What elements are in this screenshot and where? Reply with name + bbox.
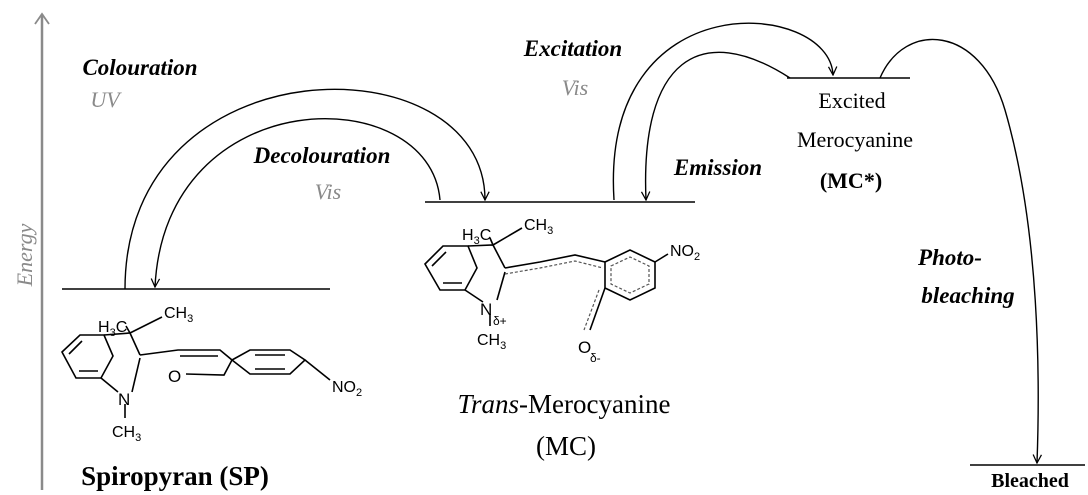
decolouration-label: Decolouration: [253, 143, 391, 168]
mc-h3c-group: H3C: [462, 227, 491, 247]
merocyanine-structure: N δ+ O δ- H3C CH3 CH3 NO2: [424, 217, 700, 365]
sp-n-atom: N: [118, 390, 130, 409]
bleached-label: Bleached: [991, 470, 1069, 492]
mc-delta-minus: δ-: [590, 351, 601, 365]
colouration-arrow: [124, 88, 485, 290]
mc-delta-plus: δ+: [493, 314, 507, 328]
emission-label: Emission: [673, 155, 762, 180]
photobleaching-label-line2: bleaching: [921, 283, 1014, 308]
spiropyran-structure: N O H3C CH3 CH3 NO2: [61, 305, 362, 444]
mc-label: Trans-Merocyanine: [458, 389, 671, 419]
sp-ch3-top: CH3: [164, 305, 193, 325]
mc-star-label-line1: Excited: [818, 88, 885, 113]
mc-abbr-label: (MC): [536, 431, 596, 461]
mc-o-atom: O: [578, 338, 591, 357]
sp-no2-group: NO2: [332, 379, 362, 399]
sp-ch3-n: CH3: [112, 424, 141, 444]
colouration-label: Colouration: [82, 55, 197, 80]
emission-arrow: [646, 51, 791, 200]
mc-star-label-line2: Merocyanine: [797, 127, 913, 152]
colouration-light-label: UV: [90, 87, 122, 112]
mc-no2-group: NO2: [670, 243, 700, 263]
mc-ch3-n: CH3: [477, 332, 506, 352]
excitation-label: Excitation: [523, 36, 622, 61]
sp-h3c-group: H3C: [98, 319, 127, 339]
excitation-arrow: [612, 22, 833, 201]
decolouration-light-label: Vis: [315, 179, 341, 204]
decolouration-arrow: [155, 118, 441, 287]
mc-star-label-line3: (MC*): [820, 168, 882, 193]
mc-n-atom: N: [480, 300, 492, 319]
sp-label: Spiropyran (SP): [81, 461, 269, 491]
photobleaching-label-line1: Photo-: [917, 245, 982, 270]
photobleaching-arrow: [879, 38, 1038, 463]
excitation-light-label: Vis: [562, 75, 588, 100]
sp-o-atom: O: [168, 367, 181, 386]
mc-ch3-top: CH3: [524, 217, 553, 237]
energy-axis-label: Energy: [12, 223, 37, 287]
